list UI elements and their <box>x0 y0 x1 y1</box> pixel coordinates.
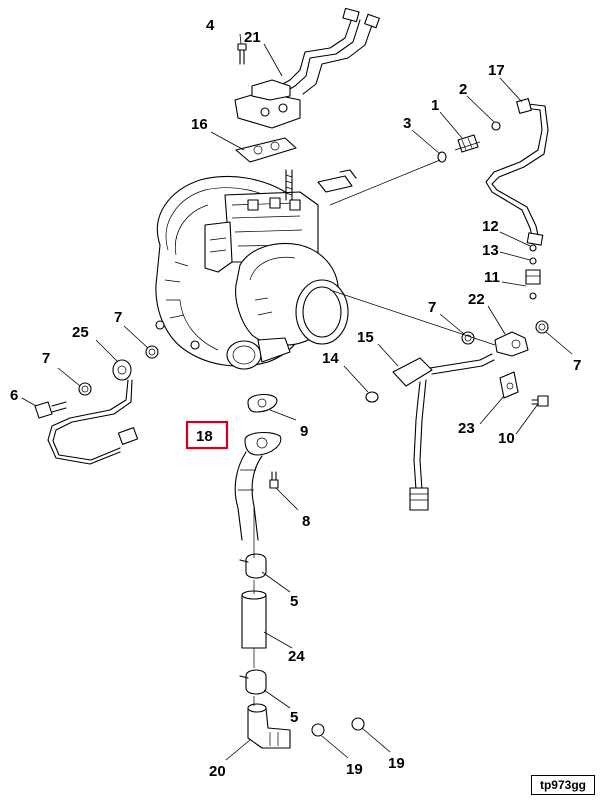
callout-25: 25 <box>72 324 89 341</box>
callout-7-right-a: 7 <box>428 299 436 316</box>
part-7-washer-left-a <box>145 345 159 359</box>
callout-19-b: 19 <box>388 755 405 772</box>
part-19-oring-b <box>351 717 365 731</box>
part-10-bolt <box>531 395 549 407</box>
part-2-oring <box>491 121 501 131</box>
part-11-fitting <box>525 269 541 300</box>
callout-3: 3 <box>403 115 411 132</box>
callout-1: 1 <box>431 97 439 114</box>
part-22-banjo <box>494 331 529 357</box>
callout-7-left-a: 7 <box>114 309 122 326</box>
callout-7-left-b: 7 <box>42 350 50 367</box>
part-12-oring <box>529 244 537 252</box>
callout-10: 10 <box>498 430 515 447</box>
callout-22: 22 <box>468 291 485 308</box>
callout-8: 8 <box>302 513 310 530</box>
callout-5-lower: 5 <box>290 709 298 726</box>
part-15-drain-fitting <box>392 353 495 511</box>
callout-4: 4 <box>206 17 215 34</box>
actuator-housing <box>234 79 301 129</box>
callout-13: 13 <box>482 242 499 259</box>
part-19-oring-a <box>311 723 325 737</box>
turbocharger-assembly <box>155 169 357 370</box>
callout-6: 6 <box>10 387 18 404</box>
part-20-elbow-fitting <box>247 703 291 749</box>
figure-id-label: tp973gg <box>531 775 595 795</box>
part-5-clamp-upper <box>239 553 267 579</box>
callout-18: 18 <box>196 428 213 445</box>
part-16-gasket <box>235 137 297 163</box>
part-13-oring <box>529 257 537 265</box>
part-4-bolt <box>237 43 247 65</box>
highlight-box-18 <box>185 420 229 450</box>
callout-labels: 4 21 16 3 1 2 17 12 13 11 7 22 7 14 15 2… <box>10 17 581 780</box>
callout-5-upper: 5 <box>290 593 298 610</box>
part-8-bolt <box>269 471 279 489</box>
callout-9: 9 <box>300 423 308 440</box>
callout-16: 16 <box>191 116 208 133</box>
callout-7-right-b: 7 <box>573 357 581 374</box>
part-18-drain-elbow <box>234 431 282 541</box>
part-5-clamp-lower <box>239 669 267 695</box>
callout-24: 24 <box>288 648 305 665</box>
part-14-oring <box>365 391 379 403</box>
callout-19-a: 19 <box>346 761 363 778</box>
callout-14: 14 <box>322 350 339 367</box>
callout-21: 21 <box>244 29 261 46</box>
callout-11: 11 <box>484 269 500 286</box>
callout-20: 20 <box>209 763 226 780</box>
part-21-oil-supply-tubes <box>267 7 380 99</box>
leader-lines <box>21 33 573 761</box>
callout-17: 17 <box>488 62 505 79</box>
callout-12: 12 <box>482 218 499 235</box>
callout-23: 23 <box>458 420 475 437</box>
part-7-washer-left-b <box>78 382 92 396</box>
callout-15: 15 <box>357 329 374 346</box>
part-24-hose <box>241 590 267 649</box>
part-3-oring <box>437 151 447 163</box>
part-9-gasket <box>247 393 278 413</box>
part-17-oil-line <box>485 98 549 246</box>
part-6-banjo-bolt <box>34 401 67 419</box>
callout-2: 2 <box>459 81 467 98</box>
part-23-bracket <box>499 371 519 399</box>
part-25-banjo <box>47 359 139 465</box>
part-7-washer-b <box>535 320 549 334</box>
